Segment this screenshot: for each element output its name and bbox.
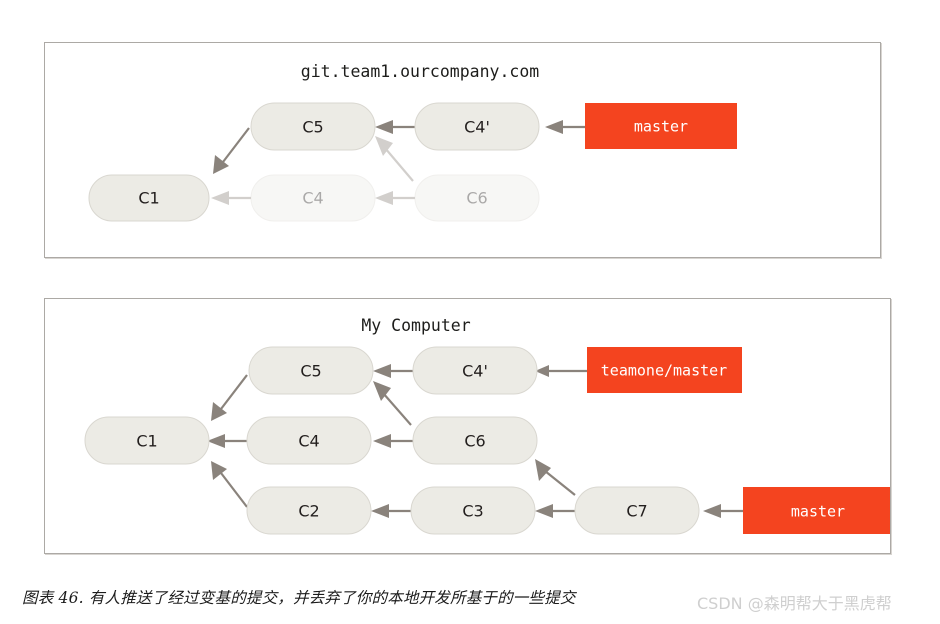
remote-node-c5: C5: [250, 102, 376, 151]
commit-node-label: C1: [136, 432, 157, 451]
commit-node-shape: [250, 174, 376, 222]
commit-node-shape: [250, 102, 376, 151]
branch-ref-teamone-master: teamone/master: [587, 347, 742, 393]
panel-remote-title: git.team1.ourcompany.com: [301, 62, 539, 81]
local-node-c4-prime: C4': [412, 346, 538, 395]
commit-node-shape: [246, 416, 372, 465]
remote-node-c4: C4: [250, 174, 376, 222]
edge-c4prime-to-c5: [375, 120, 415, 134]
edge-c4prime-to-c5: [373, 364, 413, 378]
panel-local-graph: My Computer: [84, 316, 890, 535]
commit-node-shape: [246, 486, 372, 535]
branch-ref-box: [585, 103, 737, 149]
panel-remote-graph: git.team1.ourcompany.com: [88, 62, 737, 222]
csdn-watermark: CSDN @森明帮大于黑虎帮: [697, 594, 892, 613]
edge-c5-to-c1: [211, 374, 248, 421]
edge-c3-to-c2: [371, 504, 411, 518]
edge-c6-to-c4: [375, 191, 415, 205]
commit-node-shape: [412, 346, 538, 395]
local-node-c2: C2: [246, 486, 372, 535]
edge-c5-to-c1: [213, 127, 250, 174]
branch-ref-box: [587, 347, 742, 393]
commit-node-label: C4': [462, 362, 488, 381]
remote-solid-edges: [213, 120, 585, 174]
panel-local-clip: My Computer: [45, 299, 890, 553]
edge-teamone-master-to-c4prime: [535, 365, 587, 377]
commit-node-shape: [412, 416, 538, 465]
branch-ref-box: [743, 487, 890, 534]
remote-node-c1: C1: [88, 174, 210, 222]
commit-node-label: C5: [300, 362, 321, 381]
commit-node-label: C4': [464, 118, 490, 137]
figure-caption: 图表 46. 有人推送了经过变基的提交，并丢弃了你的本地开发所基于的一些提交: [22, 589, 576, 607]
branch-ref-master: master: [743, 487, 890, 534]
remote-node-c4-prime: C4': [414, 102, 540, 151]
local-node-c6: C6: [412, 416, 538, 465]
panel-local-repository: My Computer: [44, 298, 891, 554]
commit-node-label: C5: [302, 118, 323, 137]
remote-node-c6: C6: [414, 174, 540, 222]
edge-c4-to-c1: [211, 191, 251, 205]
local-node-c1: C1: [84, 416, 210, 465]
commit-node-label: C2: [298, 502, 319, 521]
edge-c6-to-c5: [375, 136, 414, 182]
local-node-c4: C4: [246, 416, 372, 465]
branch-ref-master: master: [585, 103, 737, 149]
local-node-c5: C5: [248, 346, 374, 395]
commit-node-label: C6: [466, 189, 487, 208]
commit-node-label: C6: [464, 432, 485, 451]
edge-c6-to-c5: [373, 381, 412, 426]
commit-node-shape: [248, 346, 374, 395]
commit-node-label: C4: [298, 432, 319, 451]
branch-ref-label: master: [791, 503, 845, 521]
remote-ghost-edges: [211, 136, 415, 205]
panel-remote-repository: git.team1.ourcompany.com: [44, 42, 881, 258]
branch-ref-label: teamone/master: [601, 362, 727, 380]
branch-ref-label: master: [634, 118, 688, 136]
edge-c7-to-c6: [535, 459, 576, 496]
commit-node-shape: [414, 174, 540, 222]
edge-c7-to-c3: [535, 504, 575, 518]
commit-node-shape: [410, 486, 536, 535]
edge-c4-to-c1: [207, 434, 247, 448]
edge-c6-to-c4: [373, 434, 413, 448]
edge-c2-to-c1: [211, 461, 248, 508]
commit-node-label: C1: [138, 189, 159, 208]
panel-remote-clip: git.team1.ourcompany.com: [45, 43, 880, 257]
commit-node-label: C3: [462, 502, 483, 521]
commit-node-shape: [574, 486, 700, 535]
commit-node-label: C4: [302, 189, 323, 208]
edge-master-to-c7: [703, 504, 743, 518]
commit-node-shape: [84, 416, 210, 465]
commit-node-label: C7: [626, 502, 647, 521]
local-node-c3: C3: [410, 486, 536, 535]
local-node-c7: C7: [574, 486, 700, 535]
commit-node-shape: [88, 174, 210, 222]
local-edges: [207, 364, 743, 518]
edge-master-to-c4prime: [545, 120, 585, 134]
commit-node-shape: [414, 102, 540, 151]
panel-local-title: My Computer: [361, 316, 470, 335]
